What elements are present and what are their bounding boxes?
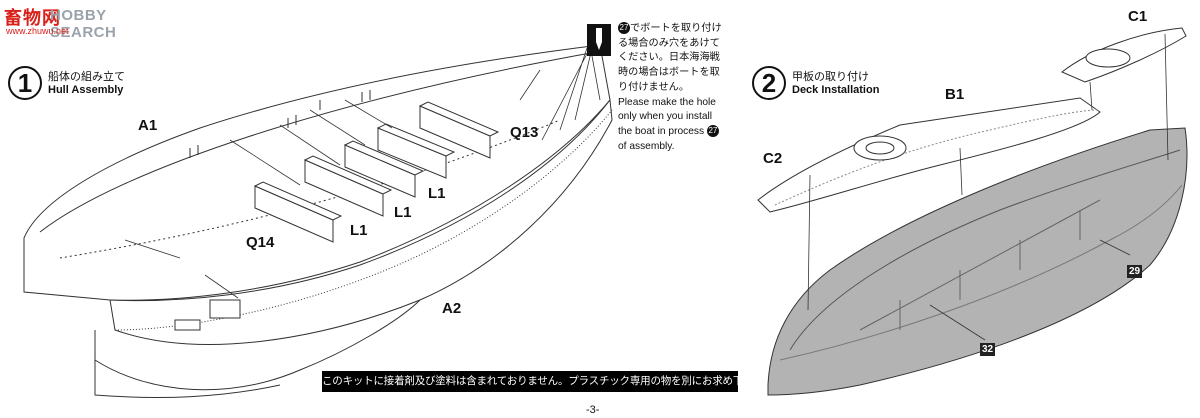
color-code-32: 32 xyxy=(980,343,996,356)
boat-hole-note-en: Please make the hole only when you insta… xyxy=(618,96,750,155)
note-jp-line1: でボートを取り付け xyxy=(630,23,722,34)
page-number: -3- xyxy=(586,404,600,416)
watermark-url: www.zhuwu.net xyxy=(6,26,69,36)
part-label-l1-c: L1 xyxy=(350,222,368,239)
watermark-brand-cn: 畜物网 xyxy=(4,8,61,29)
part-label-c1: C1 xyxy=(1128,8,1148,25)
process-ref-number: 27 xyxy=(618,22,630,34)
note-en-line2: of assembly. xyxy=(618,140,675,152)
no-glue-warning-banner: このキットに接着剤及び塗料は含まれておりません。プラスチック専用の物を別にお求め… xyxy=(322,371,774,392)
part-label-a2: A2 xyxy=(442,300,462,317)
deck-installation-drawing xyxy=(757,27,1188,396)
part-label-c2: C2 xyxy=(763,150,783,167)
step2-title-en: Deck Installation xyxy=(792,84,880,96)
step1-title-jp: 船体の組み立て xyxy=(48,70,125,83)
process-ref-number-en: 27 xyxy=(706,125,719,138)
note-jp-rest: る場合のみ穴をあけて ください。日本海海戦 時の場合はボートを取 り付けません。 xyxy=(618,37,720,93)
step1-number: 1 xyxy=(8,66,42,100)
watermark-logo: 畜物网 HOBBY SEARCH www.zhuwu.net xyxy=(4,4,174,41)
step1-title-en: Hull Assembly xyxy=(48,84,124,96)
part-label-a1: A1 xyxy=(138,117,158,134)
color-code-29: 29 xyxy=(1127,265,1143,278)
step2-number: 2 xyxy=(752,66,786,100)
watermark-brand-en: HOBBY SEARCH xyxy=(50,7,117,41)
part-label-q14: Q14 xyxy=(246,234,275,251)
part-label-q13: Q13 xyxy=(510,124,539,141)
step2-title-jp: 甲板の取り付け xyxy=(792,70,869,83)
part-label-l1-b: L1 xyxy=(394,204,412,221)
drill-hole-icon xyxy=(587,24,611,56)
hull-assembly-drawing xyxy=(23,44,613,398)
drill-bit-icon xyxy=(587,24,611,56)
part-label-l1-a: L1 xyxy=(428,185,446,202)
note-en-line1: Please make the hole only when you insta… xyxy=(618,96,716,137)
part-label-b1: B1 xyxy=(945,86,965,103)
